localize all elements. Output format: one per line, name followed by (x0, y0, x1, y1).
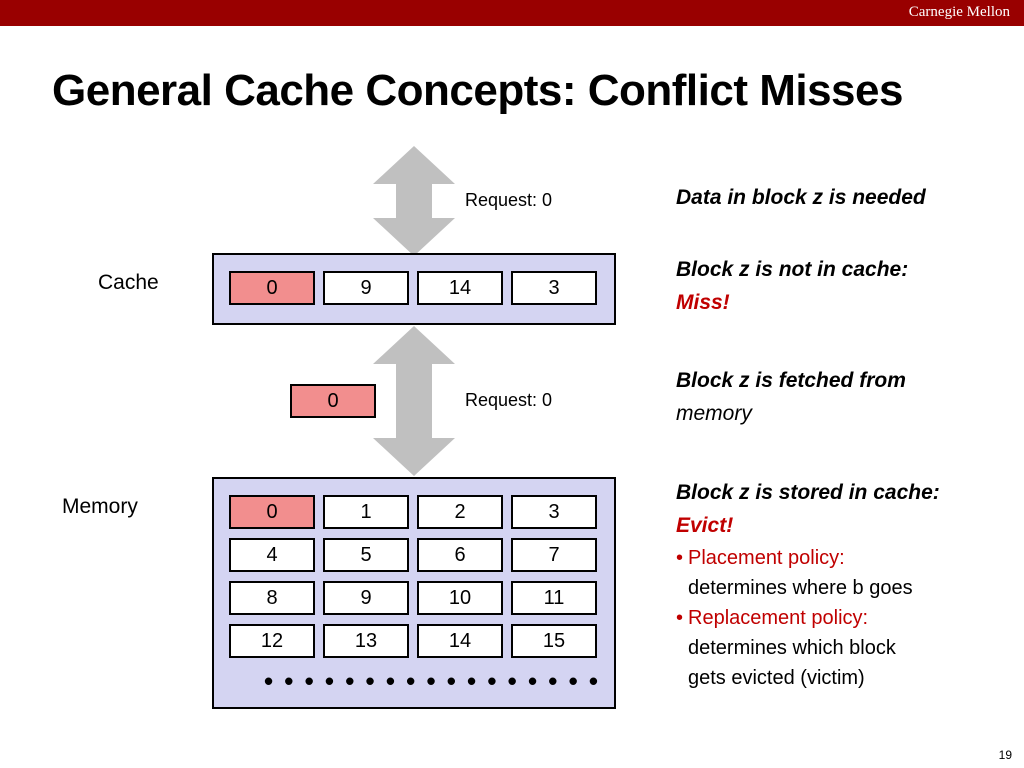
memory-block: 5 (323, 538, 409, 572)
note-evict: Evict! (676, 514, 734, 537)
memory-block: 10 (417, 581, 503, 615)
fetched-block: 0 (290, 384, 376, 418)
bullet-replacement-body-2: gets evicted (victim) (688, 667, 865, 689)
svg-text:• • • • • • • • • • • • • • •: • • • • • • • • • • • • • • • • • (264, 671, 598, 696)
bullet-placement-head: Placement policy: (688, 547, 845, 569)
request-label-middle: Request: 0 (465, 390, 553, 410)
memory-block: 11 (511, 581, 597, 615)
note-not-in-cache: Block z is not in cache: (676, 258, 909, 281)
memory-block: 8 (229, 581, 315, 615)
memory-block: 15 (511, 624, 597, 658)
slide-title: General Cache Concepts: Conflict Misses (52, 66, 903, 115)
memory-block: 13 (323, 624, 409, 658)
fetch-arrow-icon (373, 326, 455, 476)
memory-block: 12 (229, 624, 315, 658)
memory-block: 2 (417, 495, 503, 529)
memory-block: 4 (229, 538, 315, 572)
note-miss: Miss! (676, 291, 730, 314)
request-label-top: Request: 0 (465, 190, 553, 210)
memory-label: Memory (62, 495, 138, 518)
cache-label: Cache (98, 271, 159, 294)
memory-block: 6 (417, 538, 503, 572)
memory-ellipsis: • • • • • • • • • • • • • • • • • (264, 671, 598, 696)
cache-block-3: 3 (511, 271, 597, 305)
cache-block-2: 14 (417, 271, 503, 305)
memory-block: 14 (417, 624, 503, 658)
note-stored: Block z is stored in cache: (676, 481, 940, 504)
note-needed: Data in block z is needed (676, 186, 926, 209)
memory-block: 3 (511, 495, 597, 529)
bullet-replacement-head: Replacement policy: (688, 607, 869, 629)
memory-block: 1 (323, 495, 409, 529)
bullet-marker: • (676, 607, 684, 629)
note-memory: memory (676, 402, 752, 425)
cache-block-0: 0 (229, 271, 315, 305)
bullet-replacement-body-1: determines which block (688, 637, 896, 659)
cache-block-1: 9 (323, 271, 409, 305)
note-fetched: Block z is fetched from (676, 369, 906, 392)
memory-block: 0 (229, 495, 315, 529)
bullet-replacement: •Replacement policy: determines which bl… (676, 603, 896, 693)
request-arrow-top-icon (373, 146, 455, 256)
bullet-placement-body: determines where b goes (688, 577, 913, 599)
org-name: Carnegie Mellon (908, 4, 1010, 20)
memory-block: 7 (511, 538, 597, 572)
bullet-marker: • (676, 547, 684, 569)
bullet-placement: •Placement policy: determines where b go… (676, 543, 913, 603)
top-bar: Carnegie Mellon (0, 0, 1024, 26)
slide-number: 19 (998, 748, 1012, 762)
memory-block: 9 (323, 581, 409, 615)
